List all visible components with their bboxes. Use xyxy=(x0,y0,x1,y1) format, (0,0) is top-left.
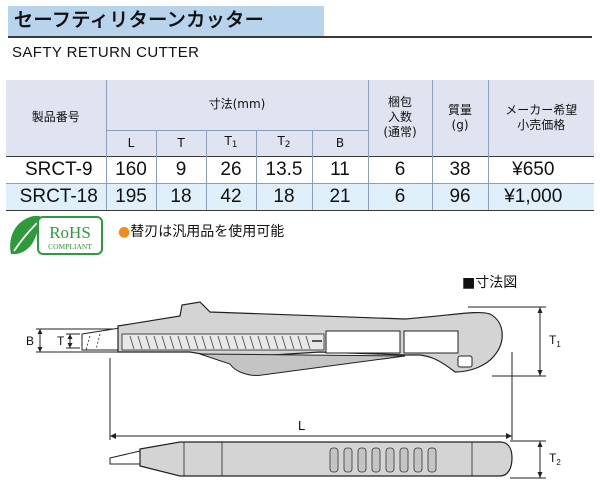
cell-mass: 38 xyxy=(432,155,489,184)
slider-ribs xyxy=(129,335,311,350)
header-price: メーカー希望 小売価格 xyxy=(488,80,595,156)
window-left xyxy=(325,330,401,354)
leaf-vein-icon xyxy=(13,222,38,252)
cutter-top-view xyxy=(109,441,513,477)
label-t1-base: T xyxy=(549,333,557,347)
diagram-title: ■寸法図 xyxy=(462,275,518,291)
header-dim-t1: T1 xyxy=(206,129,257,156)
label-t2: T2 xyxy=(549,451,561,467)
header-pack-line3: (通常) xyxy=(383,125,417,140)
label-t1: T1 xyxy=(549,333,561,349)
label-t1-sub: 1 xyxy=(556,340,561,349)
cell-t1: 26 xyxy=(206,155,257,184)
cell-t: 18 xyxy=(156,183,207,211)
top-ribs xyxy=(329,447,437,473)
header-pack-line2: 入数 xyxy=(388,110,413,125)
title-rule xyxy=(8,36,592,38)
header-dim-t1-sub: 1 xyxy=(231,140,238,151)
label-t2-base: T xyxy=(549,451,557,465)
label-l: L xyxy=(298,418,305,433)
cutter-side-view xyxy=(81,301,503,376)
cell-t2: 13.5 xyxy=(256,155,313,184)
note-text: 替刃は汎用品を使用可能 xyxy=(130,224,285,240)
label-b: B xyxy=(26,334,34,348)
header-dim-l: L xyxy=(106,129,157,156)
grip-hole xyxy=(457,355,473,368)
header-dim-t: T xyxy=(156,129,207,156)
rohs-badge: RoHS COMPLIANT xyxy=(10,215,103,255)
cell-mass: 96 xyxy=(432,183,489,211)
title-bar xyxy=(8,6,324,36)
blade-tip xyxy=(81,327,121,351)
rohs-label: RoHS xyxy=(49,223,91,242)
cell-b: 11 xyxy=(312,155,369,184)
cell-pack: 6 xyxy=(368,183,433,211)
page-title: セーフティリターンカッター xyxy=(14,9,265,31)
table-row: SRCT-18 195 18 42 18 21 6 96 ¥1,000 xyxy=(6,183,595,211)
header-dim-t2-sub: 2 xyxy=(284,140,291,151)
spec-table: 製品番号 寸法(mm) 梱包 入数 (通常) 質量 (g) メーカー希望 小売価… xyxy=(6,80,595,211)
page-subtitle: SAFTY RETURN CUTTER xyxy=(12,44,200,61)
cell-b: 21 xyxy=(312,183,369,211)
header-mass-line2: (g) xyxy=(451,117,469,132)
header-mass: 質量 (g) xyxy=(432,80,489,156)
cell-price: ¥1,000 xyxy=(488,183,595,211)
header-dim-t2: T2 xyxy=(256,129,313,156)
cell-t2: 18 xyxy=(256,183,313,211)
label-t: T xyxy=(57,334,65,348)
cell-l: 195 xyxy=(106,183,157,211)
header-pack: 梱包 入数 (通常) xyxy=(368,80,433,156)
rohs-frame xyxy=(37,216,103,255)
cell-price: ¥650 xyxy=(488,155,595,184)
header-dimensions: 寸法(mm) xyxy=(106,80,369,130)
note: ●替刃は汎用品を使用可能 xyxy=(118,221,284,241)
top-blade xyxy=(109,450,141,465)
cell-t1: 42 xyxy=(206,183,257,211)
window-right xyxy=(403,330,459,354)
bullet-icon: ● xyxy=(118,224,131,240)
label-t2-sub: 2 xyxy=(556,458,561,467)
rohs-compliant-label: COMPLIANT xyxy=(48,242,92,251)
header-mass-line1: 質量 xyxy=(448,102,473,117)
header-dim-t2-base: T xyxy=(277,134,285,149)
header-dim-t1-base: T xyxy=(224,134,232,149)
cell-l: 160 xyxy=(106,155,157,184)
cell-model: SRCT-18 xyxy=(6,183,107,211)
cell-t: 9 xyxy=(156,155,207,184)
cell-pack: 6 xyxy=(368,155,433,184)
cutter-grip-bottom xyxy=(199,353,406,376)
header-model: 製品番号 xyxy=(6,80,107,156)
header-price-line1: メーカー希望 xyxy=(505,102,578,117)
cell-model: SRCT-9 xyxy=(6,155,107,184)
cutter-slot xyxy=(121,333,325,351)
table-row: SRCT-9 160 9 26 13.5 11 6 38 ¥650 xyxy=(6,155,595,184)
top-body xyxy=(139,441,513,477)
header-price-line2: 小売価格 xyxy=(517,117,566,132)
header-pack-line1: 梱包 xyxy=(388,95,413,110)
header-dim-b: B xyxy=(312,129,369,156)
